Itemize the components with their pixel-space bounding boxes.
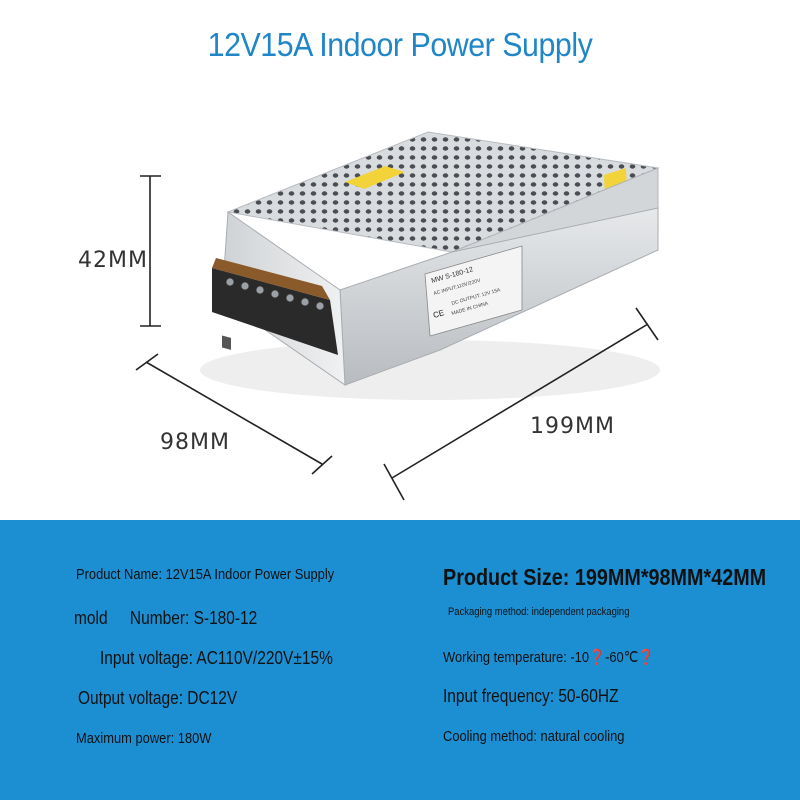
model-number: mold Number: S-180-12 [74,608,257,629]
warning-sticker [345,166,405,189]
working-temperature: Working temperature: -10❓-60℃❓ [443,649,655,666]
width-dimension-line [135,353,333,475]
input-voltage: Input voltage: AC110V/220V±15% [100,648,333,668]
product-size: Product Size: 199MM*98MM*42MM [443,564,767,590]
model-label [424,245,523,337]
number-label: Number: [129,608,190,628]
height-dimension-line [140,175,161,327]
ce-mark: CE [432,308,445,320]
product-name: Product Name: 12V15A Indoor Power Supply [76,566,334,583]
product-name-value: 12V15A Indoor Power Supply [165,566,335,583]
spec-panel: Product Name: 12V15A Indoor Power Supply… [0,520,800,800]
output-voltage: Output voltage: DC12V [78,688,238,708]
product-name-label: Product Name: [76,566,163,583]
packaging-method: Packaging method: independent packaging [448,606,630,618]
mold-label: mold [74,608,108,628]
terminal-screws [225,277,325,311]
number-value: S-180-12 [193,608,258,628]
product-illustration: MW S-180-12 AC INPUT:110V/220V DC OUTPUT… [135,131,660,501]
page-title: 12V15A Indoor Power Supply [207,26,593,63]
length-label: 199MM [530,414,615,439]
length-dimension-line [383,307,659,501]
cooling-method: Cooling method: natural cooling [443,728,625,745]
width-label: 98MM [160,430,230,455]
input-frequency: Input frequency: 50-60HZ [443,686,619,706]
height-label: 42MM [78,248,148,273]
maximum-power: Maximum power: 180W [76,730,212,747]
